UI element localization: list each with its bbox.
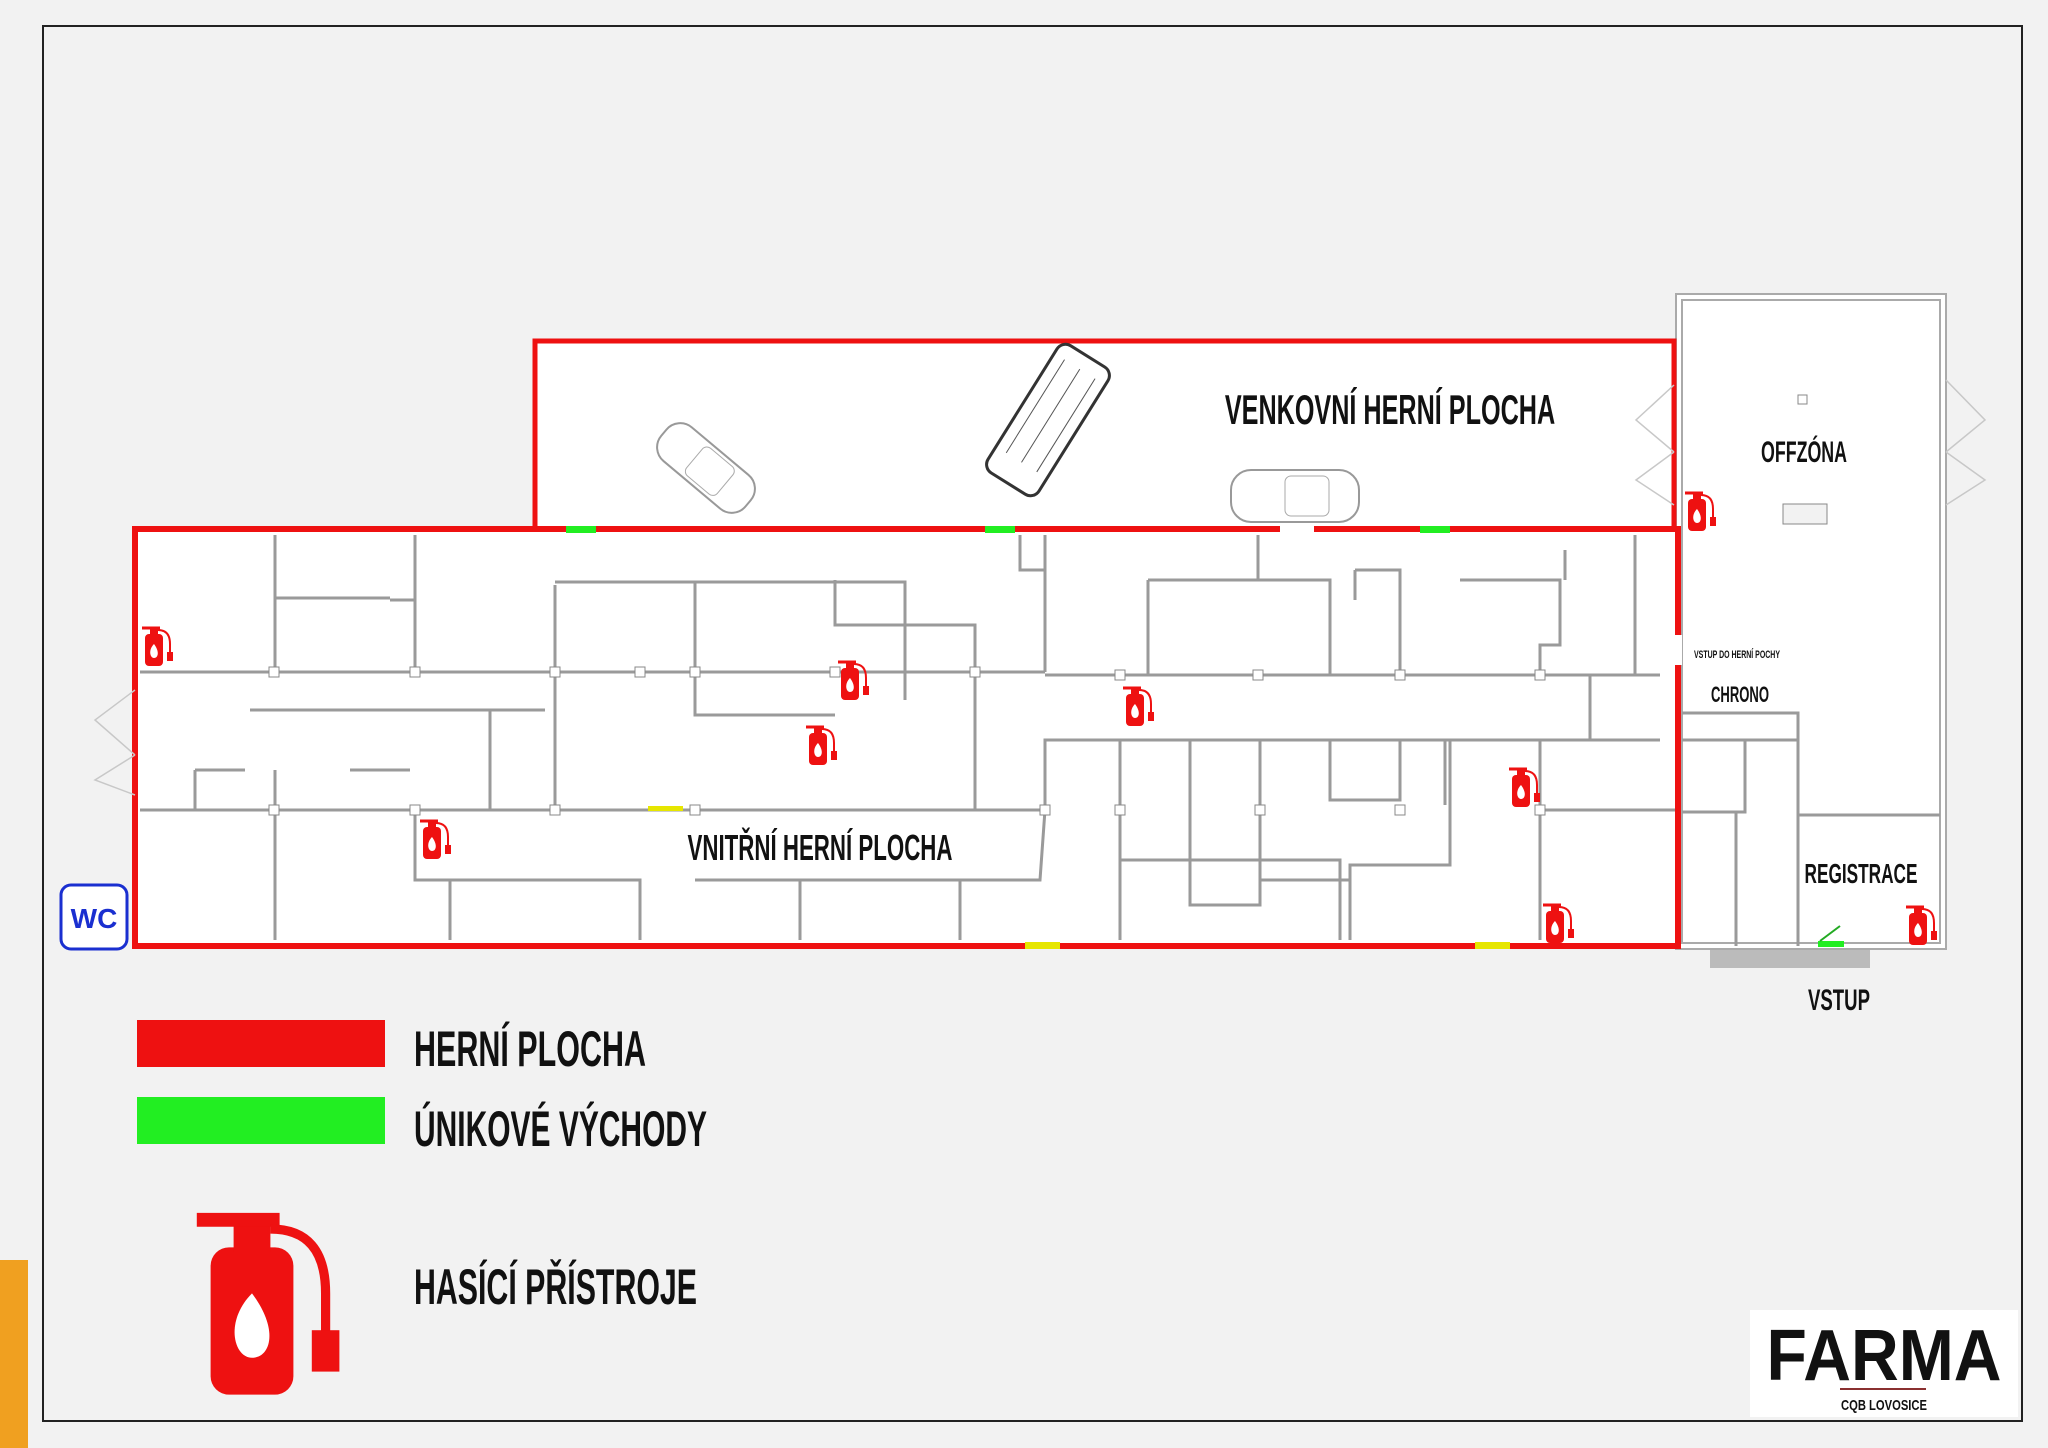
farma-logo: FARMA CQB LOVOSICE [1750, 1310, 2018, 1417]
interior-walls [140, 535, 1675, 940]
car-icon [1230, 469, 1360, 523]
legend-label-game-area: HERNÍ PLOCHA [414, 1021, 646, 1077]
game-entry-label: VSTUP DO HERNÍ POCHY [1694, 648, 1780, 661]
indoor-area-label: VNITŘNÍ HERNÍ PLOCHA [688, 826, 953, 868]
offzone-label: OFFZÓNA [1761, 435, 1847, 469]
entrance-door-swing [1819, 925, 1841, 942]
wall [1328, 740, 1402, 802]
pillar [634, 666, 646, 678]
outdoor-area-label: VENKOVNÍ HERNÍ PLOCHA [1225, 385, 1555, 434]
offzone-inner-wall [1681, 299, 1941, 944]
pillar [1114, 804, 1126, 816]
pillar [1534, 669, 1546, 681]
legend-swatch-escape-exits [137, 1097, 385, 1144]
pillar [1254, 804, 1266, 816]
legend-label-extinguishers: HASÍCÍ PŘÍSTROJE [414, 1259, 697, 1315]
escape-exit [985, 526, 1015, 533]
registration-label: REGISTRACE [1805, 858, 1918, 889]
logo-divider [1840, 1388, 1926, 1390]
logo-subtitle: CQB LOVOSICE [1841, 1397, 1927, 1414]
outdoor-door [1634, 384, 1675, 506]
west-door [93, 689, 136, 796]
logo-background [1750, 1310, 2018, 1417]
wc-label: WC [71, 903, 118, 934]
pillar [1534, 804, 1546, 816]
wall [1355, 568, 1402, 675]
offzone-door [1945, 379, 1987, 506]
pillar [1394, 669, 1406, 681]
pillar [1252, 669, 1264, 681]
chrono-label: CHRONO [1711, 682, 1769, 707]
offzone-building [1675, 293, 1947, 950]
wc-sign-frame [59, 883, 129, 951]
entrance-label: VSTUP [1808, 984, 1870, 1017]
escape-exits [566, 526, 1682, 949]
logo-name: FARMA [1767, 1316, 2002, 1396]
door-marker [1475, 942, 1510, 949]
pillar [689, 804, 701, 816]
pillar [549, 804, 561, 816]
pillar [1394, 804, 1406, 816]
escape-exit [566, 526, 596, 533]
wall [693, 582, 835, 717]
wall [1120, 858, 1342, 940]
door-opening [1280, 526, 1314, 533]
entrance-steps [1710, 950, 1870, 968]
wc-sign: WC [59, 883, 129, 951]
corner-accent [0, 1260, 28, 1448]
door-marker [1025, 942, 1060, 949]
legend-swatch-game-area [137, 1020, 385, 1067]
pillar [549, 666, 561, 678]
chrono-walls [1682, 711, 1940, 946]
pillar [268, 666, 280, 678]
offzone-object [1797, 394, 1808, 405]
offzone-table [1782, 503, 1828, 525]
wall [1018, 535, 1045, 572]
wall [413, 810, 642, 940]
wall [695, 809, 1047, 882]
pillar [969, 666, 981, 678]
wall [1260, 740, 1452, 882]
entrance-exit-door [1818, 941, 1844, 947]
wall [1460, 578, 1562, 675]
wall [555, 580, 907, 700]
legend-label-escape-exits: ÚNIKOVÉ VÝCHODY [414, 1101, 707, 1157]
door-marker [648, 806, 683, 811]
car-icon [656, 422, 756, 514]
escape-exit [1420, 526, 1450, 533]
pillar [1039, 804, 1051, 816]
pillar [409, 804, 421, 816]
van-icon [985, 342, 1111, 498]
pillar [829, 666, 841, 678]
pillar [409, 666, 421, 678]
game-entry-door [1674, 635, 1682, 665]
pillar [689, 666, 701, 678]
pillar [1114, 669, 1126, 681]
wall [1188, 740, 1262, 907]
wall [833, 580, 977, 810]
wall [1148, 578, 1332, 675]
pillar [268, 804, 280, 816]
